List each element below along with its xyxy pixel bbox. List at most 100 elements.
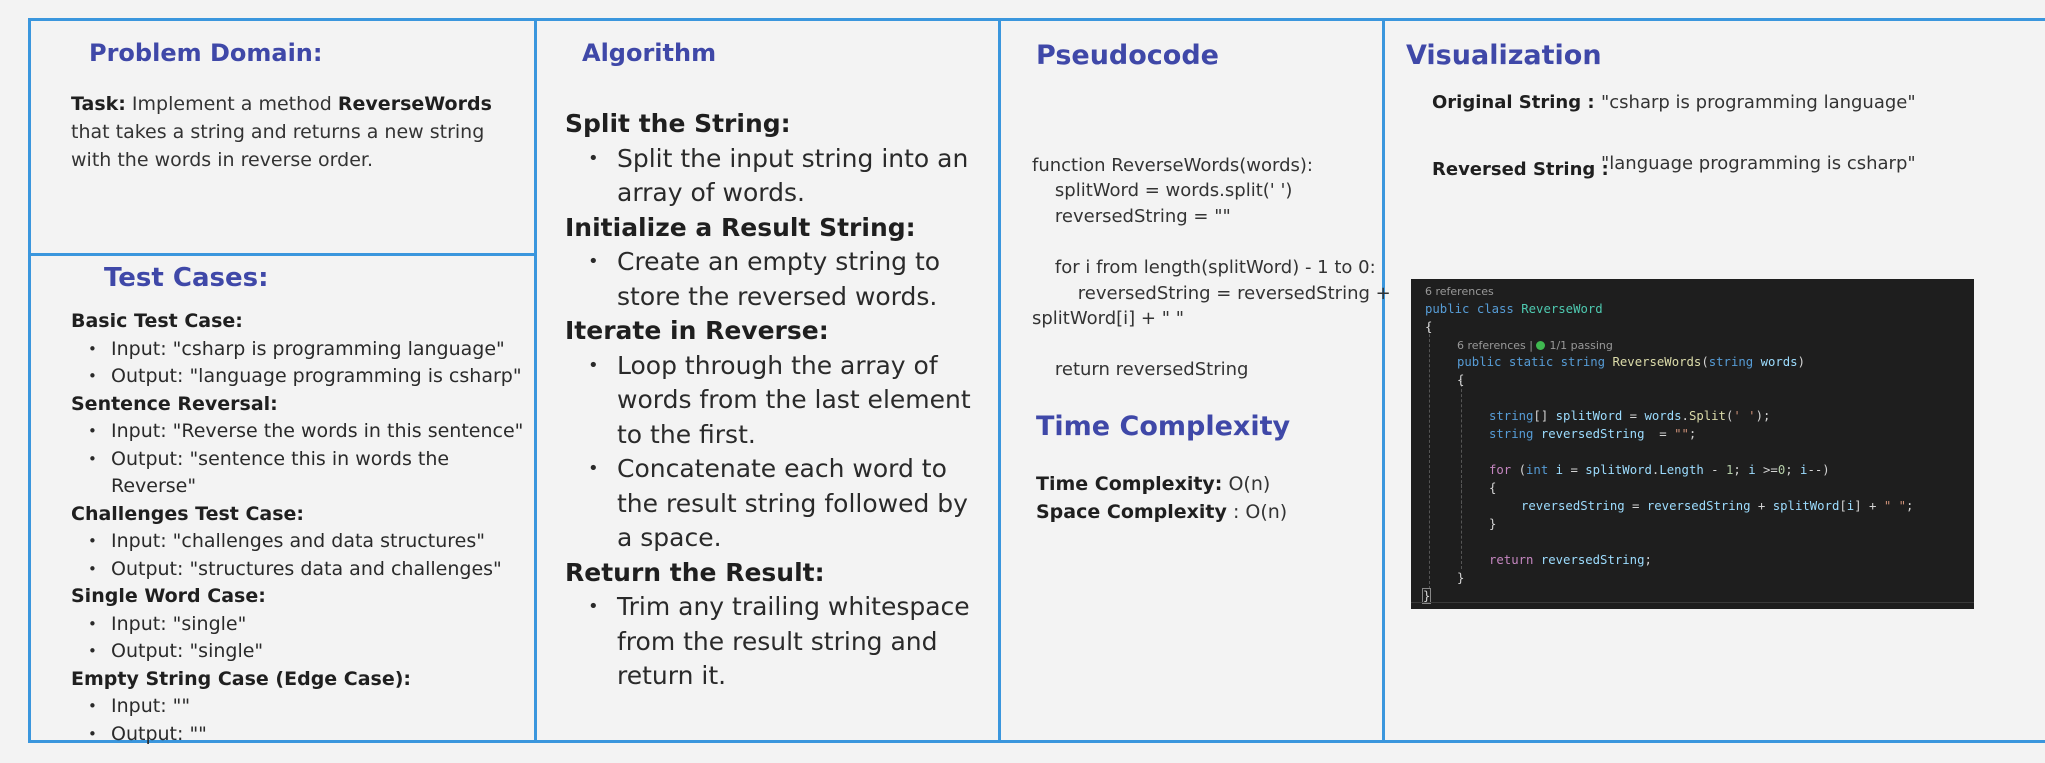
param-name: words bbox=[1760, 355, 1798, 369]
indent-guide bbox=[1461, 379, 1462, 569]
test-case-output: Output: "language programming is csharp" bbox=[71, 363, 531, 391]
original-string-label: Original String : bbox=[1432, 92, 1595, 113]
algorithm-step-item: Create an empty string to store the reve… bbox=[565, 245, 985, 314]
pseudocode-heading: Pseudocode bbox=[1036, 40, 1219, 71]
return-variable: reversedString bbox=[1540, 553, 1645, 567]
algorithm-heading: Algorithm bbox=[582, 39, 717, 67]
code-line-split: string[] splitWord = words.Split(' '); bbox=[1489, 409, 1771, 423]
test-case: Challenges Test Case: Input: "challenges… bbox=[71, 501, 531, 584]
divider-col-2 bbox=[998, 18, 1001, 743]
task-text-1: Implement a method bbox=[125, 93, 338, 115]
test-case-title: Challenges Test Case: bbox=[71, 502, 305, 525]
outer-border-top bbox=[28, 18, 2045, 21]
method-open-brace: { bbox=[1457, 373, 1465, 387]
test-case-input: Input: "" bbox=[71, 693, 531, 721]
test-case-input: Input: "Reverse the words in this senten… bbox=[71, 418, 531, 446]
class-declaration: public class ReverseWord bbox=[1425, 300, 1603, 318]
pseudocode-line: splitWord[i] + " " bbox=[1032, 308, 1184, 330]
test-case-output: Output: "single" bbox=[71, 638, 531, 666]
task-text-2: that takes a string and returns a new st… bbox=[71, 121, 485, 171]
test-case-title: Empty String Case (Edge Case): bbox=[71, 667, 412, 690]
class-keyword: public class bbox=[1425, 302, 1514, 316]
original-string-value: "csharp is programming language" bbox=[1601, 92, 1916, 113]
for-close-brace: } bbox=[1489, 517, 1497, 531]
indent-guide bbox=[1429, 324, 1430, 589]
class-references: 6 references bbox=[1425, 285, 1494, 298]
pseudocode-line: reversedString = reversedString + bbox=[1032, 282, 1391, 304]
space-complexity-label: Space Complexity bbox=[1036, 501, 1227, 523]
algorithm-step-title: Split the String: bbox=[565, 109, 791, 138]
test-case: Basic Test Case: Input: "csharp is progr… bbox=[71, 308, 531, 391]
pseudocode-line: function ReverseWords(words): bbox=[1032, 154, 1313, 176]
divider-col-3 bbox=[1382, 18, 1385, 743]
time-complexity-label: Time Complexity: bbox=[1036, 473, 1223, 495]
test-case-input: Input: "single" bbox=[71, 611, 531, 639]
outer-border-left bbox=[28, 18, 31, 743]
method-close-brace: } bbox=[1457, 571, 1465, 585]
test-case-output: Output: "structures data and challenges" bbox=[71, 556, 531, 584]
algorithm-step-item: Trim any trailing whitespace from the re… bbox=[565, 590, 985, 694]
code-line-for: for (int i = splitWord.Length - 1; i >=0… bbox=[1489, 463, 1830, 477]
cursor-line bbox=[1411, 602, 1974, 603]
class-close-brace-char: } bbox=[1421, 588, 1432, 604]
problem-domain-heading: Problem Domain: bbox=[89, 39, 323, 67]
method-name: ReverseWords bbox=[1612, 355, 1702, 369]
algorithm-steps: Split the String: Split the input string… bbox=[565, 107, 985, 694]
return-keyword: return bbox=[1489, 553, 1534, 567]
test-case: Single Word Case: Input: "single" Output… bbox=[71, 583, 531, 666]
pseudocode-line: for i from length(splitWord) - 1 to 0: bbox=[1032, 256, 1376, 278]
time-complexity-value: O(n) bbox=[1222, 473, 1271, 495]
complexity-heading: Time Complexity bbox=[1036, 411, 1291, 442]
task-label: Task: bbox=[71, 93, 126, 115]
code-line-concat: reversedString = reversedString + splitW… bbox=[1521, 499, 1914, 513]
reversed-string-label: Reversed String : bbox=[1432, 159, 1609, 180]
test-case-input: Input: "csharp is programming language" bbox=[71, 336, 531, 364]
passing-text: 1/1 passing bbox=[1549, 339, 1613, 352]
test-case-title: Single Word Case: bbox=[71, 585, 266, 607]
task-method: ReverseWords bbox=[337, 93, 492, 115]
pseudocode-block: function ReverseWords(words): splitWord … bbox=[1032, 127, 1391, 409]
algorithm-step-title: Initialize a Result String: bbox=[565, 212, 916, 242]
method-keywords: public static string bbox=[1457, 355, 1606, 369]
problem-task-text: Task: Implement a method ReverseWords th… bbox=[71, 90, 516, 174]
pseudocode-line: splitWord = words.split(' ') bbox=[1032, 180, 1293, 202]
space-complexity-value: : O(n) bbox=[1226, 501, 1288, 523]
algorithm-step-title: Iterate in Reverse: bbox=[565, 316, 829, 345]
outer-border-bottom bbox=[28, 740, 2045, 743]
class-name: ReverseWord bbox=[1521, 302, 1603, 316]
pseudocode-line: reversedString = "" bbox=[1032, 205, 1231, 227]
algorithm-step-title: Return the Result: bbox=[565, 557, 825, 587]
test-case-output: Output: "sentence this in words the Reve… bbox=[71, 446, 531, 501]
complexity-space: Space Complexity : O(n) bbox=[1036, 498, 1287, 526]
complexity-time: Time Complexity: O(n) bbox=[1036, 470, 1270, 498]
method-refs-text: 6 references | bbox=[1457, 339, 1537, 352]
method-signature: public static string ReverseWords(string… bbox=[1457, 355, 1805, 369]
param-type: string bbox=[1708, 355, 1754, 369]
test-case-title: Basic Test Case: bbox=[71, 310, 243, 332]
test-case-title: Sentence Reversal: bbox=[71, 392, 278, 415]
pseudocode-line bbox=[1032, 332, 1391, 358]
class-close-brace: } bbox=[1421, 587, 1432, 605]
test-cases-heading: Test Cases: bbox=[104, 263, 269, 293]
test-case: Empty String Case (Edge Case): Input: ""… bbox=[71, 666, 531, 749]
test-case-input: Input: "challenges and data structures" bbox=[71, 528, 531, 556]
code-screenshot: 6 references public class ReverseWord { … bbox=[1411, 279, 1974, 609]
pseudocode-line: return reversedString bbox=[1032, 359, 1249, 381]
algorithm-step-item: Split the input string into an array of … bbox=[565, 142, 985, 211]
test-case-output: Output: "" bbox=[71, 721, 531, 749]
reversed-string-value: "language programming is csharp" bbox=[1601, 153, 1916, 174]
method-references: 6 references | 1/1 passing bbox=[1457, 337, 1613, 355]
passing-icon bbox=[1536, 341, 1546, 350]
test-cases-list: Basic Test Case: Input: "csharp is progr… bbox=[71, 308, 531, 748]
algorithm-step-item: Concatenate each word to the result stri… bbox=[565, 452, 985, 556]
pseudocode-line bbox=[1032, 229, 1391, 255]
algorithm-step-item: Loop through the array of words from the… bbox=[565, 349, 985, 453]
indent-guide bbox=[1461, 484, 1462, 504]
divider-problem-tests bbox=[28, 253, 537, 256]
class-open-brace: { bbox=[1425, 320, 1433, 334]
code-line-init: string reversedString = ""; bbox=[1489, 427, 1697, 441]
code-line-return: return reversedString; bbox=[1489, 553, 1652, 567]
divider-col-1 bbox=[534, 18, 537, 743]
test-case: Sentence Reversal: Input: "Reverse the w… bbox=[71, 391, 531, 501]
visualization-heading: Visualization bbox=[1406, 40, 1602, 71]
